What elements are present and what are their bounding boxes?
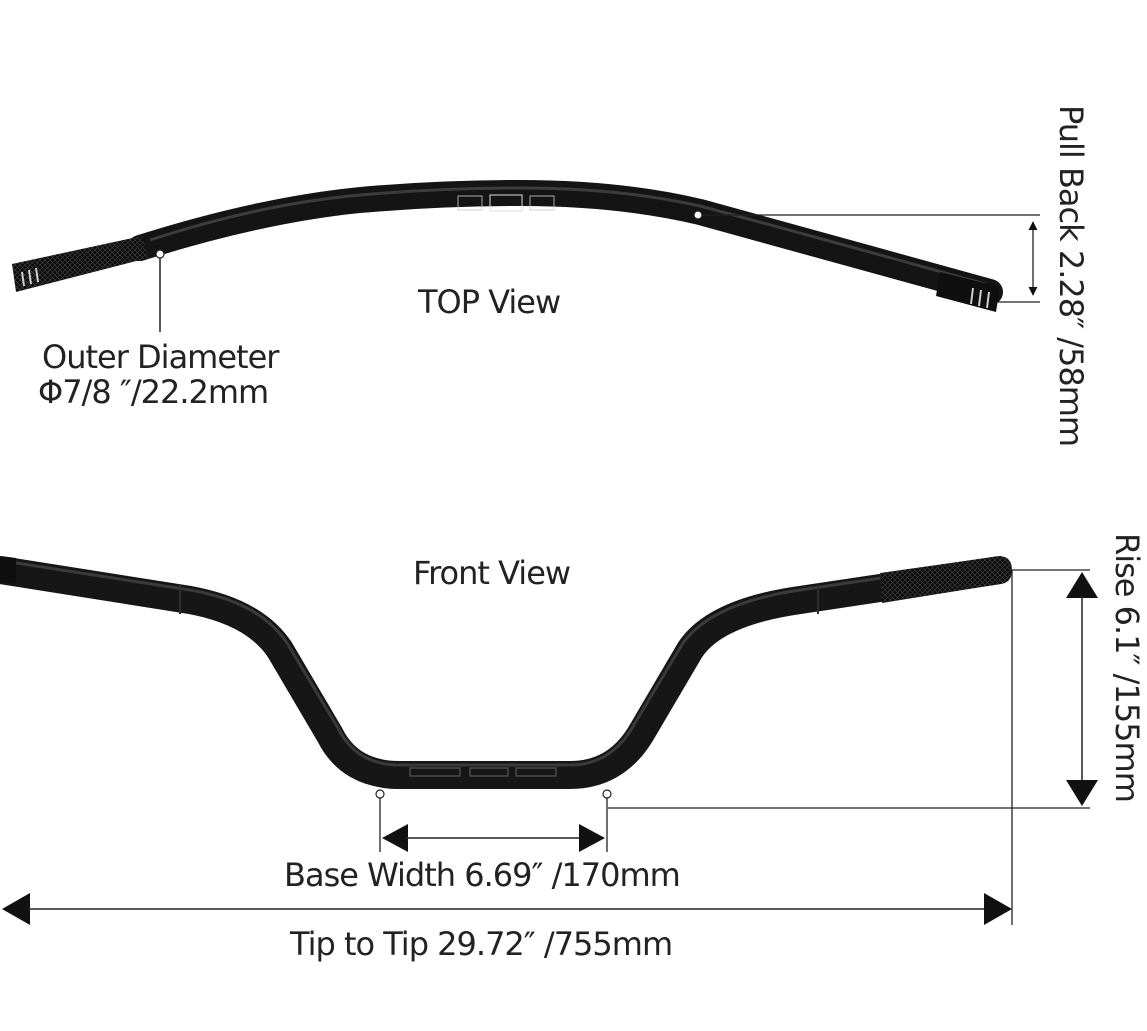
- outer-diameter-value: Φ7/8 ″/22.2mm: [38, 373, 268, 411]
- base-width-dimension: [375, 789, 612, 852]
- front-view-left-end: [0, 556, 16, 584]
- outer-diameter-label: Outer Diameter: [42, 338, 280, 376]
- rise-arrow-down: [1066, 780, 1098, 806]
- tip-to-tip-arrow-right: [984, 893, 1012, 925]
- front-view-bar-highlight: [3, 559, 997, 767]
- pull-back-dimension: [693, 210, 1040, 303]
- base-width-label: Base Width 6.69″ /170mm: [284, 856, 680, 894]
- top-view-left-grip: [12, 236, 148, 292]
- tip-to-tip-arrow-left: [2, 893, 30, 925]
- top-view-center-markings: [457, 194, 555, 212]
- rise-arrow-up: [1066, 572, 1098, 598]
- front-view-center-markings: [409, 767, 557, 777]
- rise-label: Rise 6.1″ /155mm: [1108, 533, 1146, 802]
- outer-diameter-pointer: [155, 249, 165, 332]
- front-view-bar-tube: [0, 556, 1003, 789]
- front-view-handlebar: [0, 556, 1012, 789]
- base-width-arrow-left: [382, 824, 408, 852]
- front-view-right-grip: [880, 556, 1012, 603]
- tip-to-tip-label: Tip to Tip 29.72″ /755mm: [289, 925, 672, 963]
- pull-back-label: Pull Back 2.28″ /58mm: [1052, 105, 1090, 446]
- front-view-title: Front View: [413, 554, 570, 592]
- base-width-arrow-right: [579, 824, 605, 852]
- top-view-right-end: [936, 272, 1000, 312]
- top-view-handlebar: [12, 179, 1003, 312]
- top-view-bar-tube: [127, 179, 1003, 305]
- top-view-left-end-rings: [21, 267, 39, 287]
- top-view-right-end-rings: [970, 287, 990, 309]
- top-view-bar-highlight: [149, 186, 986, 286]
- tip-to-tip-dimension: [2, 893, 1012, 925]
- top-view-title: TOP View: [417, 283, 560, 321]
- rise-dimension: [608, 569, 1098, 809]
